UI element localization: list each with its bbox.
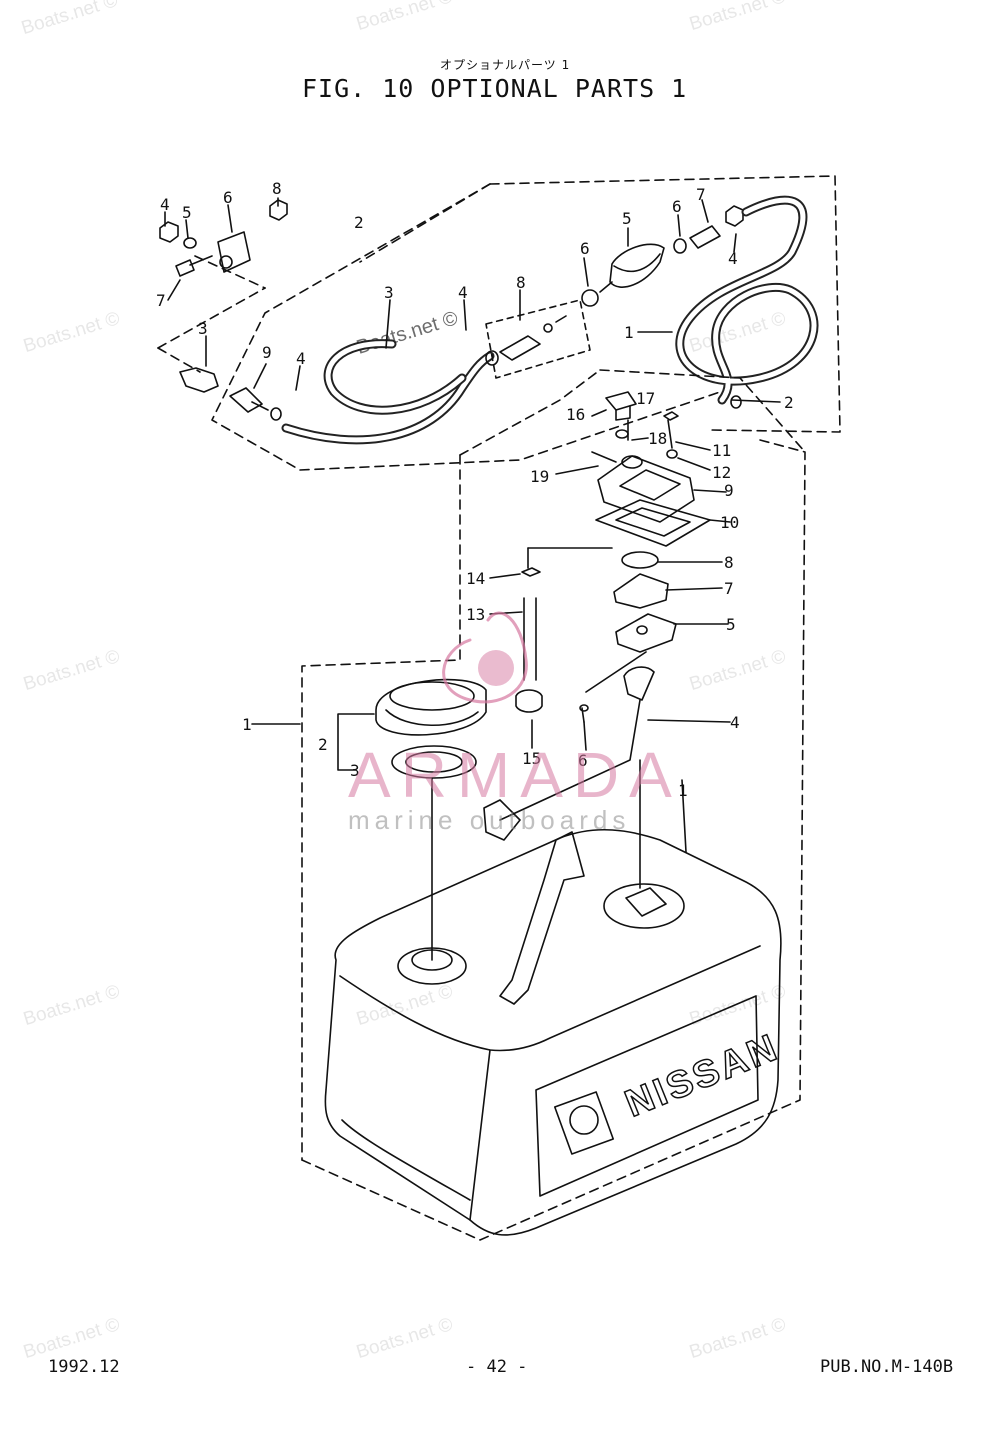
callout-label: 15 xyxy=(522,749,541,768)
callout-label: 3 xyxy=(350,761,360,780)
callout-label: 13 xyxy=(466,605,485,624)
float-shape xyxy=(483,799,521,841)
callout-label: 1 xyxy=(678,781,688,800)
footer-date: 1992.12 xyxy=(48,1357,120,1377)
callouts-fuel-tank: 16 17 18 11 12 19 9 10 8 14 7 13 5 4 1 2… xyxy=(242,389,740,800)
callout-label: 3 xyxy=(198,319,208,338)
handle-shape xyxy=(499,831,585,1005)
callout-label: 5 xyxy=(726,615,736,634)
nut-shape xyxy=(159,221,179,243)
callout-label: 12 xyxy=(712,463,731,482)
callout-label: 19 xyxy=(530,467,549,486)
callout-label: 7 xyxy=(724,579,734,598)
armada-logo-mark xyxy=(442,611,528,704)
armada-watermark-subtitle: marine outboards xyxy=(348,805,631,835)
callout-label: 8 xyxy=(724,553,734,572)
callout-label: 1 xyxy=(242,715,252,734)
connector-shape xyxy=(179,367,219,393)
bolt-head-shape xyxy=(175,259,195,277)
japanese-title: オプショナルパーツ 1 xyxy=(440,58,571,72)
callout-label: 6 xyxy=(223,188,233,207)
callout-label: 6 xyxy=(578,751,588,770)
callout-label: 5 xyxy=(182,203,192,222)
callout-label: 6 xyxy=(672,197,682,216)
footer-publication: PUB.NO.M-140B xyxy=(820,1357,954,1377)
callout-label: 4 xyxy=(296,349,306,368)
callout-label: 7 xyxy=(696,185,706,204)
filler-cap-shape xyxy=(375,678,487,736)
callout-label: 17 xyxy=(636,389,655,408)
footer-page-number: - 42 - xyxy=(466,1357,528,1377)
callout-label: 4 xyxy=(730,713,740,732)
callouts-fuel-line: 4 5 6 8 2 7 3 9 3 4 8 4 6 7 6 5 1 2 4 xyxy=(156,179,794,412)
callout-label: 9 xyxy=(724,481,734,500)
callout-label: 5 xyxy=(622,209,632,228)
fuel-line-assembly xyxy=(157,175,841,471)
callout-label: 2 xyxy=(784,393,794,412)
callout-label: 2 xyxy=(354,213,364,232)
callout-label: 9 xyxy=(262,343,272,362)
callout-label: 4 xyxy=(728,249,738,268)
callout-label: 11 xyxy=(712,441,731,460)
callout-label: 4 xyxy=(160,195,170,214)
callout-label: 14 xyxy=(466,569,485,588)
callout-label: 10 xyxy=(720,513,739,532)
callout-label: 6 xyxy=(580,239,590,258)
callout-label: 3 xyxy=(384,283,394,302)
fuel-tank-shape xyxy=(324,829,782,1236)
washer-shape xyxy=(183,237,197,249)
fuel-tank-assembly xyxy=(251,369,806,1241)
callout-label: 4 xyxy=(458,283,468,302)
figure-title: FIG. 10 OPTIONAL PARTS 1 xyxy=(302,74,688,103)
callout-label: 1 xyxy=(624,323,634,342)
armada-watermark-logo: ARMADA xyxy=(348,739,682,811)
callout-label: 2 xyxy=(318,735,328,754)
callout-label: 16 xyxy=(566,405,585,424)
tank-brand-text: NISSAN xyxy=(620,1026,786,1125)
callout-label: 8 xyxy=(272,179,282,198)
callout-label: 18 xyxy=(648,429,667,448)
callout-label: 7 xyxy=(156,291,166,310)
primer-bulb-shape xyxy=(609,243,665,288)
bracket-shape xyxy=(217,231,251,273)
callout-label: 8 xyxy=(516,273,526,292)
float-arm-shape xyxy=(623,666,655,701)
